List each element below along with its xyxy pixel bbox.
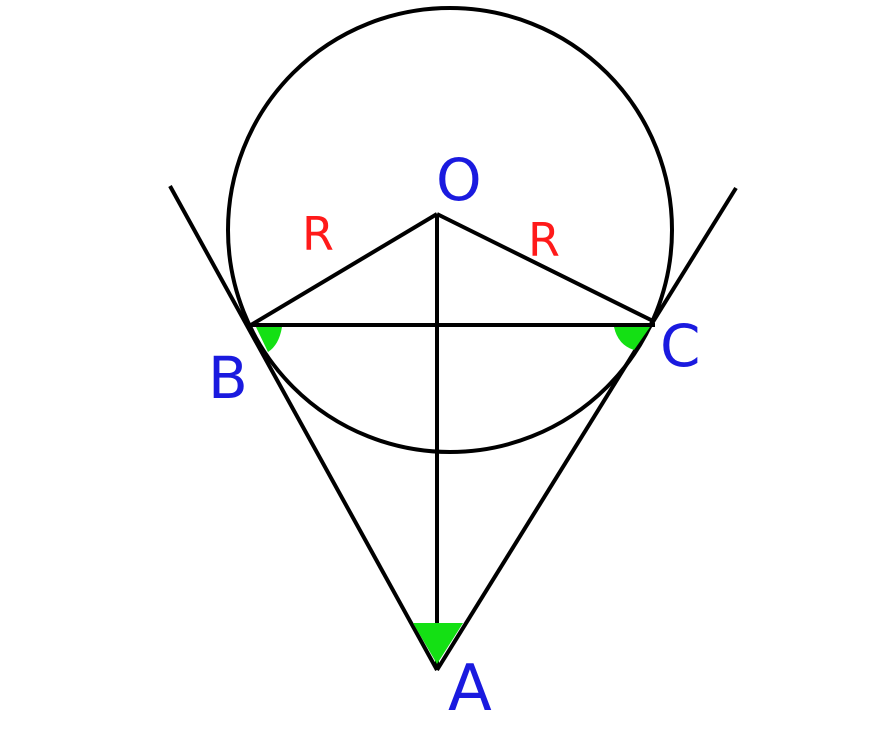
radius-oc bbox=[436, 212, 656, 324]
label-c: C bbox=[660, 312, 701, 380]
angle-mark-a bbox=[413, 623, 463, 664]
label-radius-ob: R bbox=[302, 207, 334, 261]
radius-ob bbox=[249, 212, 439, 327]
label-radius-oc: R bbox=[528, 213, 560, 267]
angle-mark-b bbox=[256, 327, 282, 352]
angle-mark-c bbox=[614, 327, 650, 350]
label-b: B bbox=[208, 344, 248, 412]
tangent-line-ac bbox=[435, 186, 738, 672]
label-a: A bbox=[448, 652, 492, 726]
circle bbox=[226, 6, 674, 454]
label-o: O bbox=[436, 146, 482, 214]
tangent-line-ab bbox=[168, 185, 439, 671]
